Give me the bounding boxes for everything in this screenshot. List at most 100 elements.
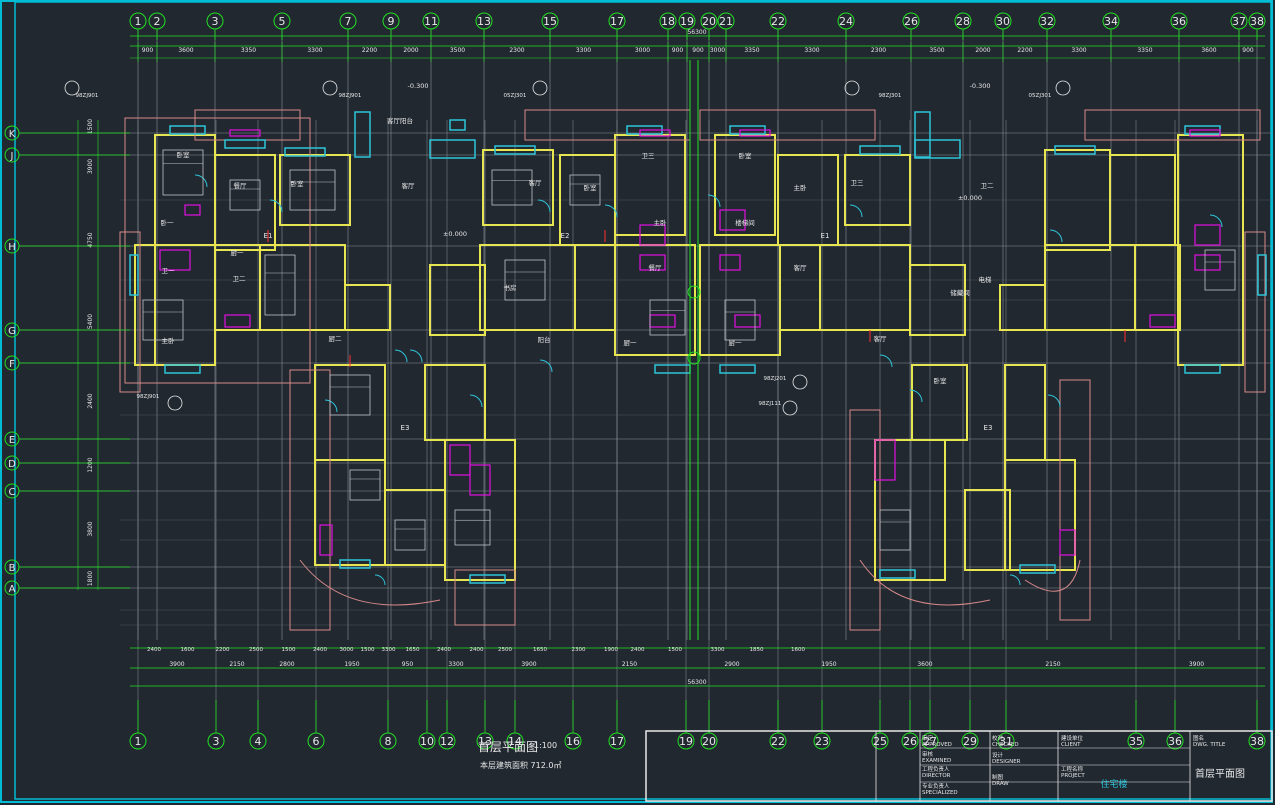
fixture (1194, 224, 1221, 246)
dim-text-left: 3900 (87, 159, 94, 174)
axis-label-top: 38 (1250, 15, 1264, 28)
room-label: 客厅阳台 (387, 116, 413, 125)
room-label: 主卧 (654, 218, 668, 227)
room-wall-bedroom3 (614, 134, 686, 236)
dim-text-top: 2000 (403, 47, 418, 54)
dim-text-total: 56300 (687, 679, 706, 686)
fixture (719, 209, 746, 231)
dim-text-top: 3500 (929, 47, 944, 54)
axis-label-top: 7 (345, 15, 352, 28)
door-swing (394, 349, 408, 363)
dim-text-top: 3600 (1201, 47, 1216, 54)
fixture (319, 524, 333, 556)
dim-text-bottom: 2400 (631, 647, 645, 653)
axis-label-left: A (9, 584, 16, 595)
room-label: 卫二 (981, 182, 995, 190)
center-marker (687, 285, 701, 299)
callout-bubble (322, 80, 338, 96)
title-block-text: 建设单位 (1061, 734, 1084, 742)
title-block-text: CLIENT (1061, 742, 1081, 748)
axis-label-left: D (8, 459, 16, 470)
unit-label: E3 (984, 424, 993, 432)
axis-label-top: 30 (996, 15, 1010, 28)
room-wall-kitchen3 (779, 244, 821, 331)
fixture (649, 314, 676, 328)
dim-text-left: 1500 (87, 119, 94, 134)
balcony-outline (124, 117, 311, 384)
title-block-text: 制图 (992, 773, 1004, 781)
door-swing (1209, 214, 1223, 228)
fixture (1194, 254, 1221, 271)
axis-label-bottom: 13 (478, 735, 492, 748)
room-wall-e3-bedroom (384, 489, 446, 566)
room-label: 客厅 (402, 181, 416, 190)
callout-bubble (64, 80, 80, 96)
axis-label-bottom: 14 (508, 735, 522, 748)
window (164, 364, 201, 374)
dim-text-bottom: 1650 (406, 647, 420, 653)
fixture (229, 129, 261, 137)
axis-label-top: 3 (212, 15, 219, 28)
fixture (184, 204, 201, 216)
axis-label-top: 5 (279, 15, 286, 28)
center-marker (687, 351, 701, 365)
axis-label-bottom: 36 (1168, 735, 1182, 748)
axis-label-top: 17 (610, 15, 624, 28)
callout-bubble (844, 80, 860, 96)
axis-label-top: 1 (135, 15, 142, 28)
dim-text-bottom: 3900 (1189, 661, 1204, 668)
furniture (329, 374, 371, 416)
room-label: 卧一 (161, 219, 175, 227)
dim-text-bottom: 1950 (821, 661, 836, 668)
fixture (469, 464, 491, 496)
fixture (449, 444, 471, 476)
room-wall-e3b-master (874, 439, 946, 581)
axis-label-top: 34 (1104, 15, 1118, 28)
title-block-text: CHECKED (992, 742, 1019, 748)
room-wall-bedroom5 (844, 154, 911, 226)
balcony-outline (699, 109, 876, 141)
dim-text-bottom: 2200 (216, 647, 230, 653)
dim-text-top: 3350 (241, 47, 256, 54)
callout-bubble (792, 374, 808, 390)
fixture (739, 129, 771, 137)
window (914, 111, 931, 158)
dim-text-bottom: 1500 (282, 647, 296, 653)
room-wall-e3b-bedroom (964, 489, 1011, 571)
axis-label-top: 18 (661, 15, 675, 28)
dim-text-bottom: 2400 (437, 647, 451, 653)
room-wall-bedroom2 (482, 149, 554, 226)
room-label: 电梯 (979, 275, 993, 284)
title-block-text: 图名 (1193, 734, 1204, 742)
axis-label-bottom: 16 (566, 735, 580, 748)
door-swing (324, 399, 338, 413)
dim-text-bottom: 1850 (750, 647, 764, 653)
callout-bubble (1055, 80, 1071, 96)
door-swing (409, 349, 423, 363)
level-label: ±0.000 (958, 194, 982, 202)
dim-text-top: 3000 (710, 47, 725, 54)
balcony-outline (454, 569, 516, 626)
dim-text-bottom: 2400 (313, 647, 327, 653)
window (1257, 254, 1267, 296)
balcony-outline (1084, 109, 1261, 141)
room-label: 书房 (504, 283, 517, 292)
unit-label: E1 (264, 232, 273, 240)
dim-text-left: 4750 (87, 232, 94, 247)
axis-label-left: K (9, 129, 16, 140)
window (1184, 364, 1221, 374)
room-label: 客厅 (529, 178, 543, 187)
balcony-outline (1059, 379, 1091, 621)
room-label: 厨一 (231, 249, 245, 257)
callout-label: 98ZJ201 (764, 376, 787, 382)
room-wall-dining (214, 154, 276, 251)
axis-label-bottom: 38 (1250, 735, 1264, 748)
dim-text-bottom: 2150 (229, 661, 244, 668)
axis-label-top: 24 (839, 15, 853, 28)
window (449, 119, 466, 131)
axis-label-bottom: 12 (440, 735, 454, 748)
door-swing (1049, 229, 1063, 243)
